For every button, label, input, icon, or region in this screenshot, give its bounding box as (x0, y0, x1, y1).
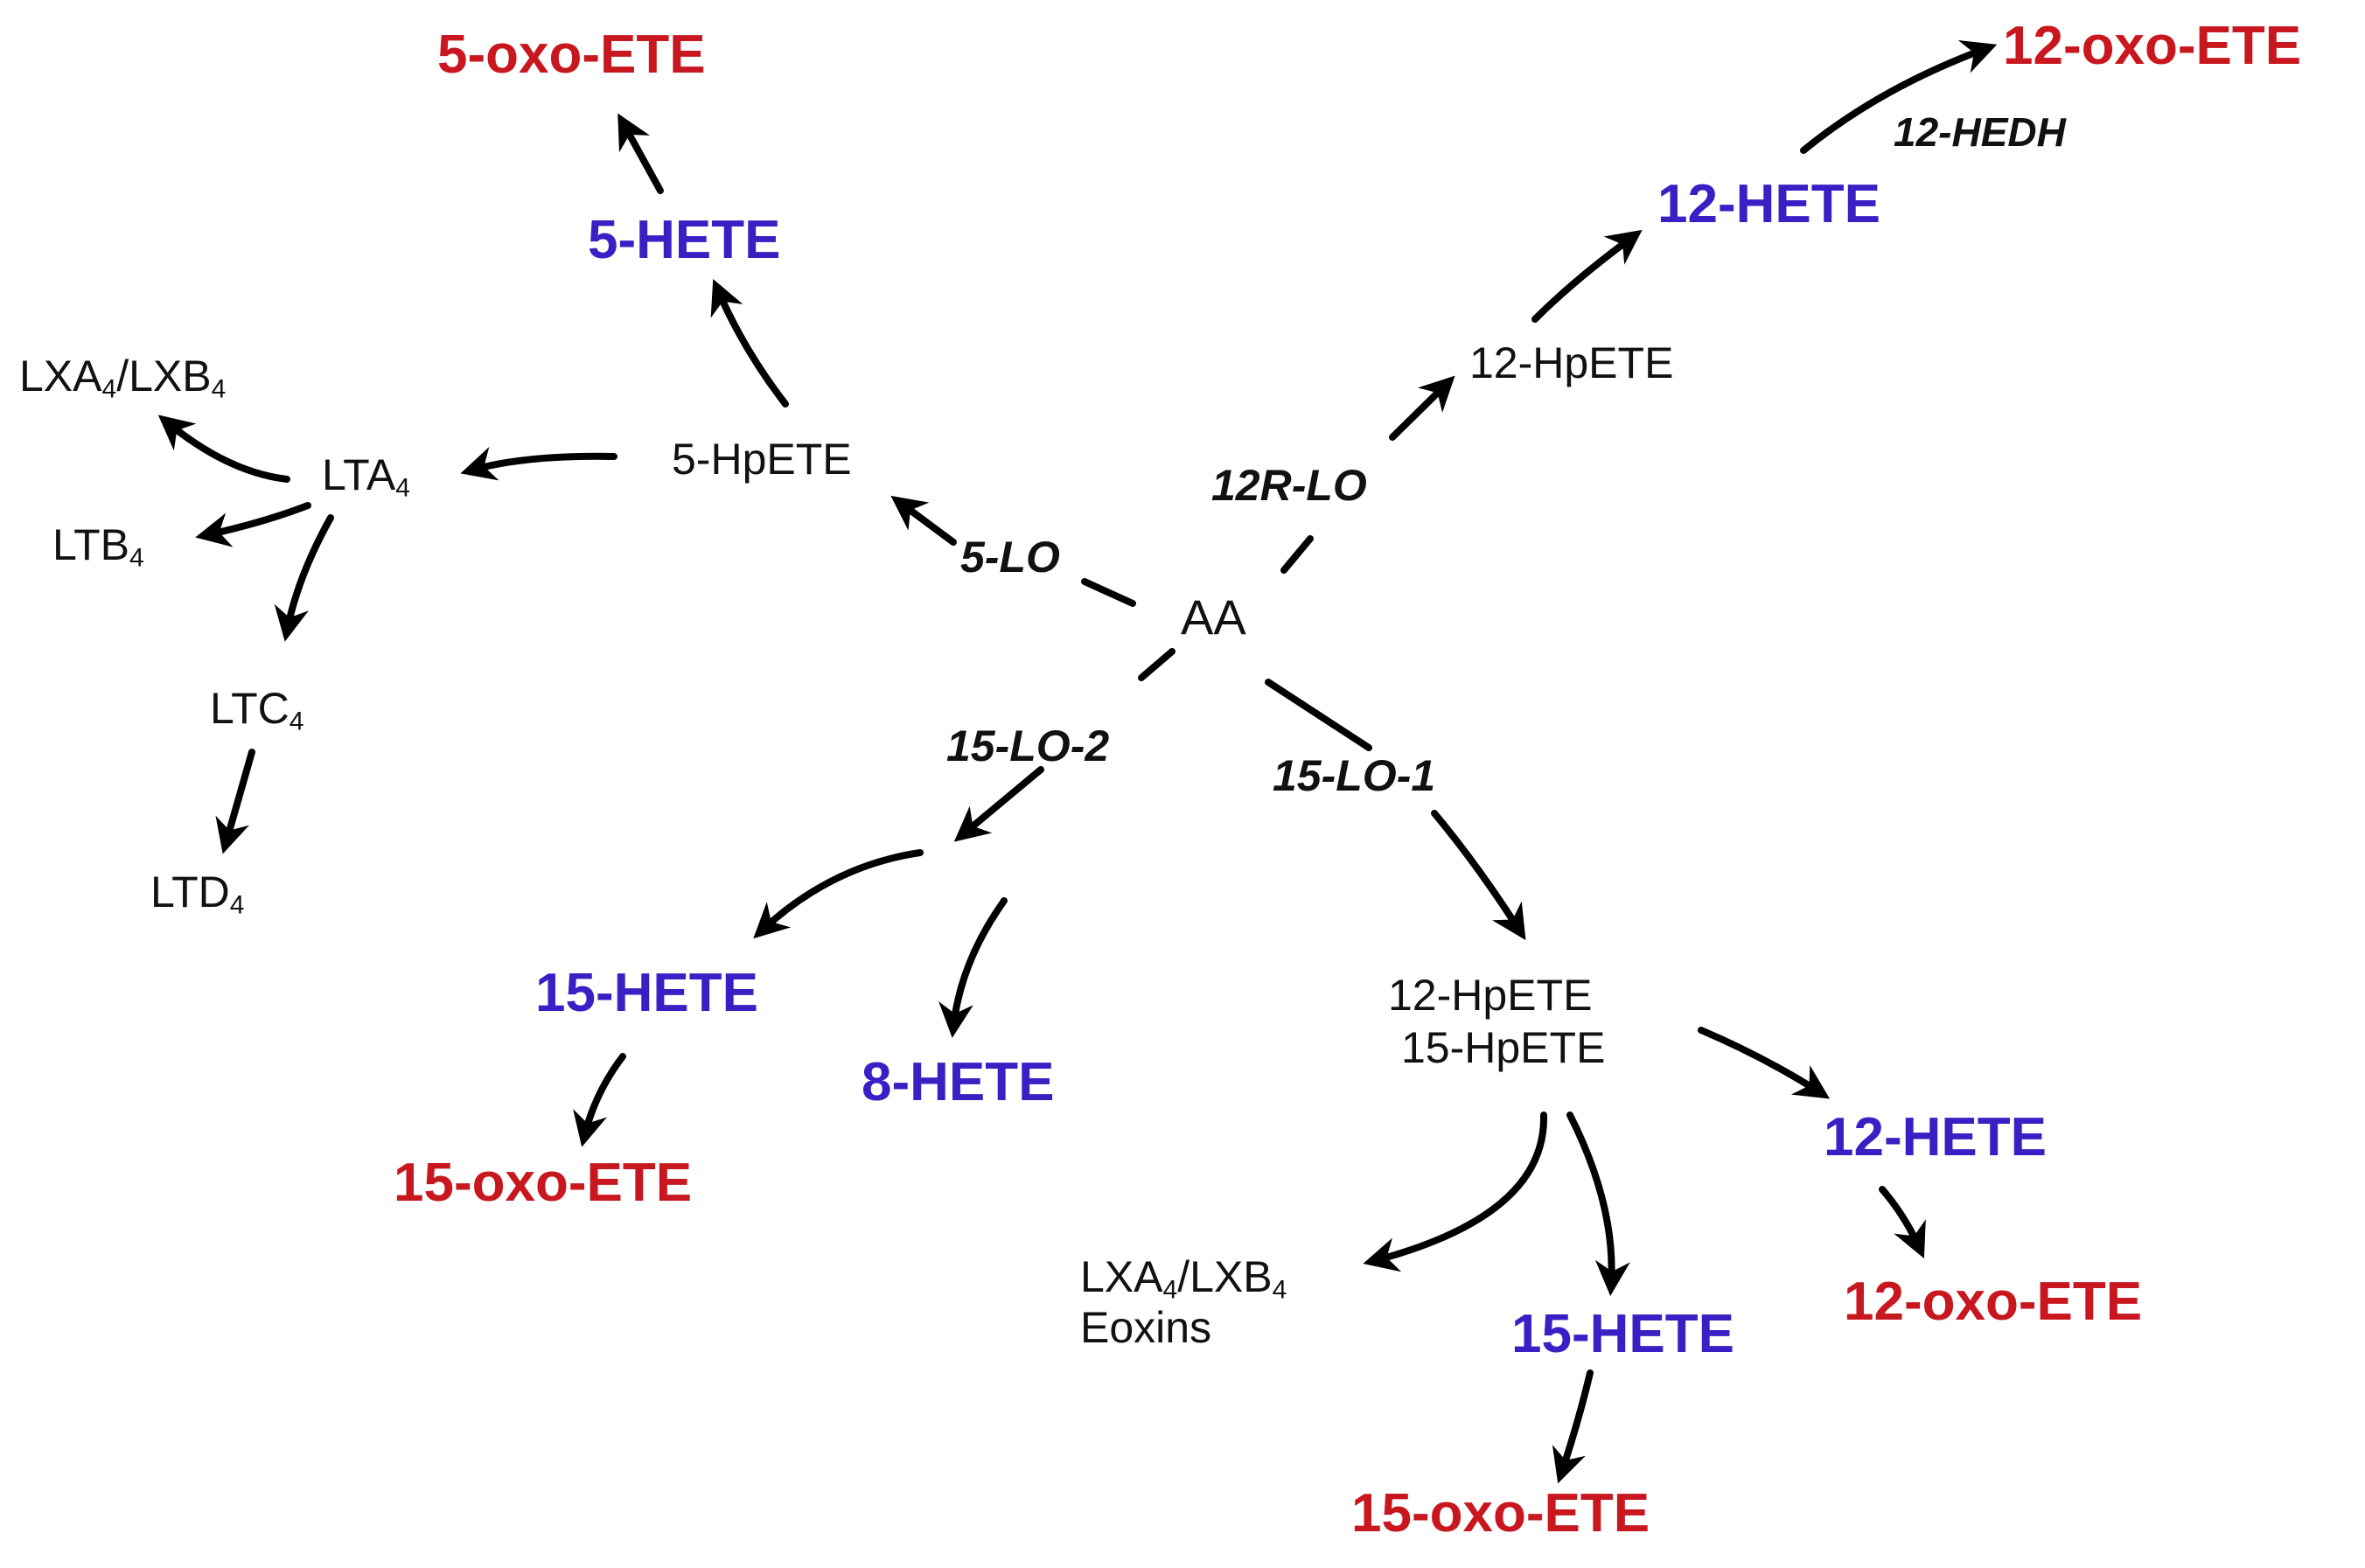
arrow-15hete-to-15oxo (573, 1053, 626, 1147)
arrow-5hpete-to-lta4 (460, 446, 617, 481)
arrow-lta4-to-lx (157, 415, 290, 483)
ltc4-subscript: 4 (289, 707, 304, 736)
arrow-5hpete-to-5hete (710, 278, 789, 408)
enzyme-15lo1: 15-LO-1 (1273, 751, 1436, 800)
ltb4-subscript: 4 (129, 543, 144, 573)
arrow-5lo-to-5hpete (890, 495, 957, 546)
12-hete-label-lo1: 12-HETE (1824, 1107, 2047, 1167)
arrow-split-to-15hete (753, 849, 924, 939)
ltd4-subscript: 4 (229, 890, 245, 920)
lx-eoxins-label: LXA4/LXB4 Eoxins (1080, 1252, 1287, 1353)
ltc4-label: LTC4 (210, 684, 303, 735)
arrow-lta4-to-ltc4 (274, 514, 334, 642)
arrow-aa-to-15lo2 (1138, 648, 1176, 681)
lx-separator-lo1: / (1177, 1252, 1190, 1301)
lx-line: LXA4/LXB4 (1080, 1252, 1287, 1303)
ltb4-label: LTB4 (52, 520, 144, 571)
15-oxo-ete-label-lo1: 15-oxo-ETE (1351, 1483, 1650, 1544)
lxb-subscript-lo1: 4 (1272, 1275, 1287, 1305)
lxb-subscript: 4 (211, 374, 227, 404)
12-hpete-line: 12-HpETE (1388, 971, 1593, 1020)
lta4-label: LTA4 (322, 450, 410, 501)
arrow-12hete-to-12oxo (1800, 39, 1998, 154)
arrow-aa-to-5hpete (1081, 578, 1136, 607)
15-oxo-ete-label-lo2: 15-oxo-ETE (394, 1153, 693, 1213)
arrow-hpete-to-eoxins (1363, 1112, 1548, 1272)
enzyme-12rlo: 12R-LO (1211, 461, 1367, 510)
lxa-base-lo1: LXA (1080, 1252, 1163, 1301)
arrow-15lo1-to-hpete (1431, 810, 1526, 941)
lxa-subscript: 4 (101, 374, 117, 404)
enzyme-12hedh: 12-HEDH (1894, 109, 2066, 155)
lxb-base-lo1: LXB (1189, 1252, 1273, 1301)
5-hete-label: 5-HETE (588, 210, 781, 270)
arrow-15hete-to-15oxo-lower (1552, 1369, 1594, 1484)
lxb-base: LXB (129, 352, 212, 401)
hpete-pair-label: 12-HpETE 15-HpETE (1375, 969, 1605, 1074)
ltb4-base: LTB (52, 520, 129, 569)
8-hete-label: 8-HETE (862, 1052, 1055, 1112)
15-hpete-line: 15-HpETE (1401, 1023, 1606, 1072)
arrow-hpete-to-15hete (1566, 1112, 1630, 1296)
12-oxo-ete-label: 12-oxo-ETE (2003, 16, 2302, 76)
arrow-ltc4-to-ltd4 (215, 749, 255, 854)
eoxins-line: Eoxins (1080, 1302, 1212, 1352)
arrow-12hpete-to-12hete (1531, 229, 1643, 323)
arrow-aa-to-12r (1280, 535, 1314, 574)
lx-separator: / (116, 352, 129, 401)
arrow-lta4-to-ltb4 (195, 502, 311, 547)
lxa-base: LXA (19, 352, 102, 401)
arrow-12hete-to-12oxo-lower (1879, 1186, 1926, 1258)
enzyme-5lo: 5-LO (960, 533, 1060, 582)
lta4-subscript: 4 (395, 473, 410, 503)
5-oxo-ete-label: 5-oxo-ETE (437, 24, 706, 85)
lxa4-lxb4-label: LXA4/LXB4 (19, 352, 226, 402)
arrow-hpete-to-12hete (1698, 1027, 1831, 1099)
15-hete-label-lo1: 15-HETE (1511, 1304, 1734, 1364)
5-hpete-label: 5-HpETE (672, 435, 852, 484)
aa-label: AA (1181, 589, 1246, 645)
enzyme-15lo2: 15-LO-2 (946, 721, 1110, 770)
ltc4-base: LTC (210, 684, 290, 733)
arrow-aa-to-15lo1 (1265, 679, 1372, 751)
arrow-5hete-to-5oxo (617, 113, 664, 194)
arrow-12r-to-12hpete (1389, 375, 1455, 441)
12-oxo-ete-label-lo1: 12-oxo-ETE (1844, 1272, 2143, 1332)
arrow-split-to-8hete (938, 897, 1008, 1038)
12-hete-label: 12-HETE (1657, 174, 1880, 234)
lta4-base: LTA (322, 450, 396, 499)
arrow-15lo2-to-split (953, 766, 1044, 842)
15-hete-label-lo2: 15-HETE (535, 963, 758, 1023)
12-hpete-label: 12-HpETE (1469, 338, 1674, 387)
lxa-subscript-lo1: 4 (1162, 1275, 1178, 1305)
ltd4-label: LTD4 (150, 868, 244, 918)
ltd4-base: LTD (150, 868, 230, 916)
